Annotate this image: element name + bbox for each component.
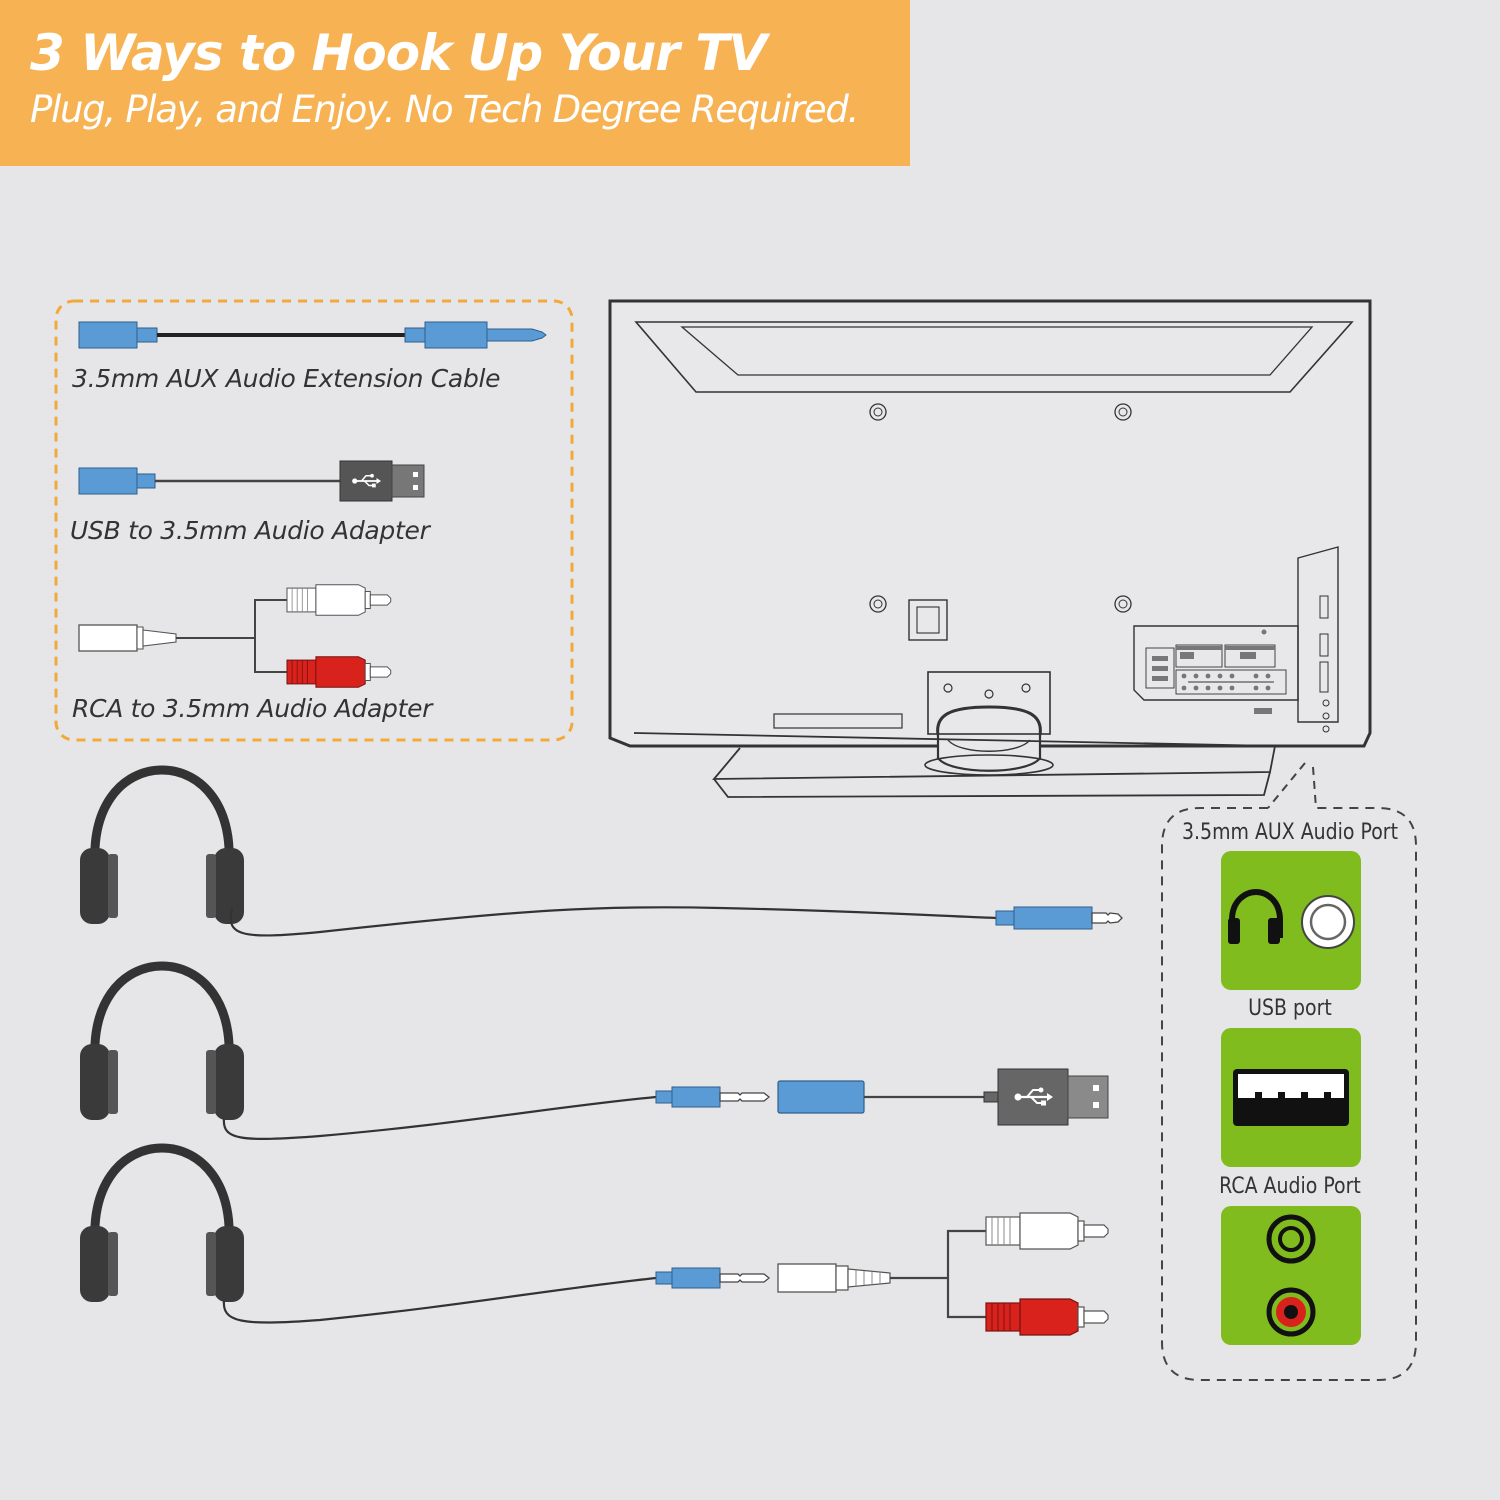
rca-adapter-icon	[78, 584, 392, 688]
aux-extension-cable-icon	[78, 321, 547, 349]
rca-adapter-row-3	[777, 1212, 1109, 1336]
aux-port-icon	[1221, 851, 1361, 990]
headphones-icon-1	[80, 770, 244, 924]
rca-port-icon	[1221, 1206, 1361, 1345]
tv-back-panel	[608, 299, 1372, 798]
usb-adapter-icon	[78, 460, 425, 502]
banner-title: 3 Ways to Hook Up Your TV	[30, 24, 767, 82]
aux-cable-label: 3.5mm AUX Audio Extension Cable	[72, 364, 501, 393]
banner-subtitle: Plug, Play, and Enjoy. No Tech Degree Re…	[30, 88, 859, 131]
usb-port-label: USB port	[1248, 996, 1332, 1021]
headphones-icon-2	[80, 966, 244, 1120]
rca-adapter-label: RCA to 3.5mm Audio Adapter	[72, 694, 433, 723]
aux-plug-row-1	[995, 906, 1123, 930]
title-banner: 3 Ways to Hook Up Your TV Plug, Play, an…	[0, 0, 910, 166]
aux-plug-row-3	[655, 1267, 770, 1289]
aux-port-label: 3.5mm AUX Audio Port	[1181, 820, 1399, 845]
legend-box	[54, 299, 574, 742]
rca-port-label: RCA Audio Port	[1219, 1174, 1361, 1199]
headphones-icon-3	[80, 1148, 244, 1302]
usb-adapter-label: USB to 3.5mm Audio Adapter	[70, 516, 430, 545]
usb-port-icon	[1221, 1028, 1361, 1167]
aux-plug-row-2	[655, 1086, 770, 1108]
port-callout-box	[1161, 807, 1417, 1381]
usb-adapter-row-2	[777, 1068, 1109, 1126]
